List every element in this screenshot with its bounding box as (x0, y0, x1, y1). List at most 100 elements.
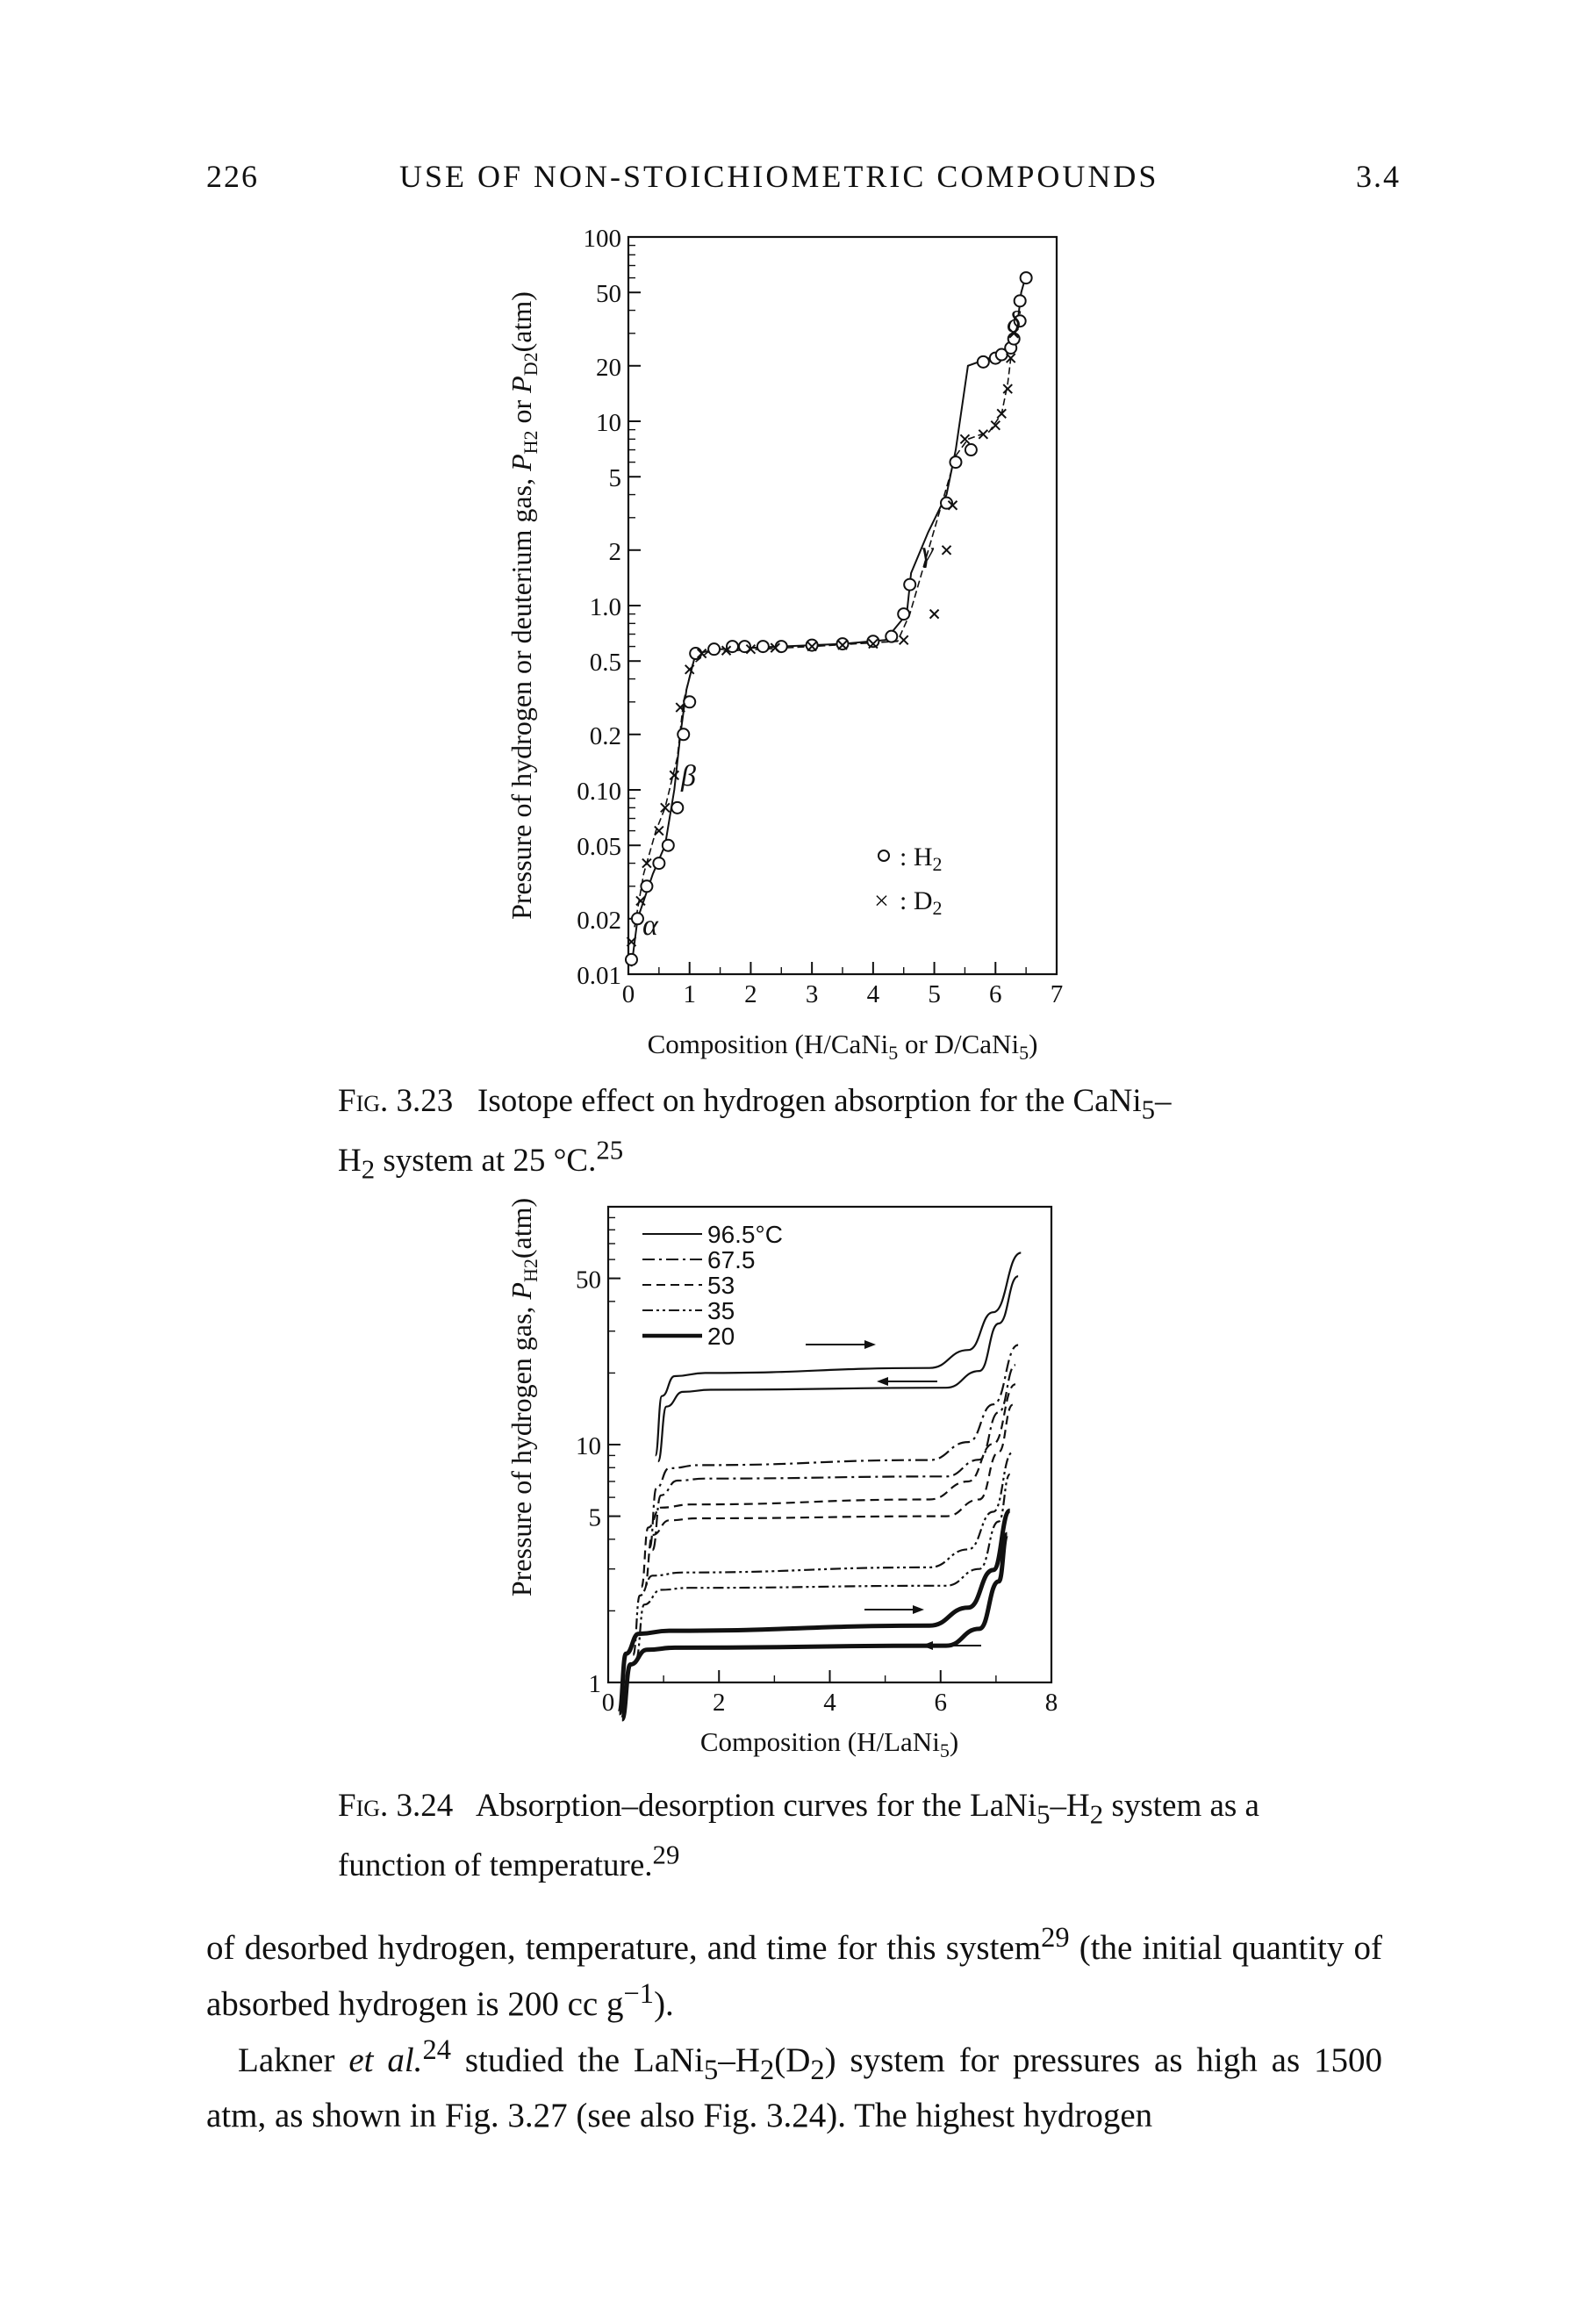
d2-point (941, 545, 952, 556)
fig323-curves (630, 275, 1028, 967)
fig324-plot-frame (606, 1205, 1053, 1684)
d2-point (675, 702, 685, 713)
page-number: 226 (206, 159, 259, 194)
y-tick-label: 5 (589, 1504, 602, 1532)
h2-point (737, 640, 751, 654)
h2-point (661, 838, 675, 852)
h2-point (707, 642, 721, 656)
d2-point (669, 770, 679, 781)
absorption-curve-67.5 (649, 1344, 1019, 1549)
d2-point (899, 635, 909, 645)
legend-h2-label: : H2 (900, 843, 943, 875)
h2-point (897, 607, 911, 621)
phase-alpha-label: α (642, 909, 659, 942)
x-tick-label: 7 (1051, 980, 1064, 1008)
y-tick-label: 2 (609, 538, 622, 566)
d2-point (696, 648, 707, 659)
d2-point (642, 857, 652, 869)
y-tick-label: 0.02 (577, 907, 621, 935)
figure-3-23-caption: Fig. 3.23 Isotope effect on hydrogen abs… (338, 1081, 1268, 1189)
y-tick-label: 0.01 (577, 962, 621, 990)
d2-point (990, 420, 1000, 431)
h2-point (805, 638, 819, 652)
caption-label: Fig. 3.24 (338, 1788, 454, 1824)
h2-point (683, 695, 697, 709)
caption-text: Absorption–desorption curves for the LaN… (338, 1788, 1259, 1883)
fig324-ticks (607, 1216, 1052, 1683)
figure-3-24: Pressure of hydrogen gas, PH2(atm) 50105… (506, 1198, 1058, 1761)
phase-delta-label: δ (1007, 306, 1022, 339)
fig323-legend: : H2 × : D2 (874, 843, 943, 919)
caption-text: Isotope effect on hydrogen absorption fo… (338, 1083, 1172, 1185)
y-tick-label: 1 (589, 1670, 602, 1698)
section-number: 3.4 (1356, 159, 1401, 194)
h2-curve (630, 275, 1028, 967)
body-text: of desorbed hydrogen, temperature, and t… (206, 1915, 1382, 2139)
h2-point (1013, 314, 1027, 328)
legend-label: 96.5°C (707, 1221, 783, 1248)
y-tick-label: 50 (576, 1266, 601, 1295)
desorption-curve-96.5 (656, 1275, 1019, 1463)
d2-point (929, 608, 940, 620)
x-tick-label: 3 (806, 980, 819, 1008)
h2-point (836, 637, 850, 651)
legend-d2-label: : D2 (900, 886, 943, 919)
legend-h2-marker (878, 850, 890, 862)
fig324-xlabel: Composition (H/LaNi5) (700, 1726, 958, 1761)
desorption-curve-53 (642, 1403, 1014, 1591)
d2-point (1008, 328, 1019, 339)
d2-point (978, 429, 989, 440)
desorption-curve-67.5 (651, 1364, 1016, 1552)
h2-point (949, 455, 963, 470)
x-tick-label: 6 (989, 980, 1002, 1008)
d2-point (807, 641, 817, 652)
desorption-arrow-upper (877, 1377, 937, 1386)
desorption-curve-35 (635, 1473, 1011, 1661)
h2-point (964, 443, 978, 457)
d2-point (635, 895, 646, 907)
fig323-markers (624, 271, 1033, 966)
figure-3-24-caption: Fig. 3.24 Absorption–desorption curves f… (338, 1786, 1268, 1886)
d2-point (959, 434, 971, 445)
h2-point (677, 728, 691, 742)
y-tick-label: 0.5 (590, 649, 621, 677)
d2-point (1002, 384, 1013, 394)
x-tick-label: 4 (867, 980, 880, 1008)
h2-point (624, 952, 638, 966)
x-tick-label: 6 (935, 1689, 948, 1717)
h2-point (976, 355, 990, 369)
phase-gamma-label: γ (922, 536, 935, 569)
h2-point (640, 879, 654, 893)
legend-label: 53 (707, 1272, 735, 1299)
figure-3-23: Pressure of hydrogen or deuterium gas, P… (506, 225, 1064, 1064)
fig323-xlabel: Composition (H/CaNi5 or D/CaNi5) (648, 1029, 1038, 1064)
d2-point (837, 640, 848, 650)
fig324-ylabel: Pressure of hydrogen gas, PH2(atm) (506, 1198, 541, 1596)
h2-point (903, 577, 917, 592)
y-tick-label: 100 (584, 225, 622, 253)
desorption-curve-20 (620, 1531, 1009, 1722)
h2-point (652, 857, 666, 871)
fig323-ylabel: Pressure of hydrogen or deuterium gas, P… (506, 291, 541, 920)
x-tick-label: 0 (622, 980, 635, 1008)
x-tick-label: 1 (683, 980, 696, 1008)
legend-d2-marker: × (874, 886, 889, 915)
paragraph-2: Lakner et al.24 studied the LaNi5–H2(D2)… (206, 2034, 1383, 2134)
d2-point (1006, 353, 1016, 363)
legend-label: 35 (707, 1297, 735, 1324)
phase-beta-label: β (680, 760, 696, 793)
h2-point (726, 640, 740, 654)
h2-point (1013, 294, 1027, 308)
caption-label: Fig. 3.23 (338, 1083, 454, 1119)
y-tick-label: 0.10 (577, 778, 621, 806)
d2-point (685, 664, 695, 675)
x-tick-label: 2 (713, 1689, 726, 1717)
d2-point (660, 802, 671, 814)
h2-point (630, 912, 644, 926)
fig324-curves (617, 1252, 1022, 1722)
y-tick-label: 0.05 (577, 833, 621, 861)
